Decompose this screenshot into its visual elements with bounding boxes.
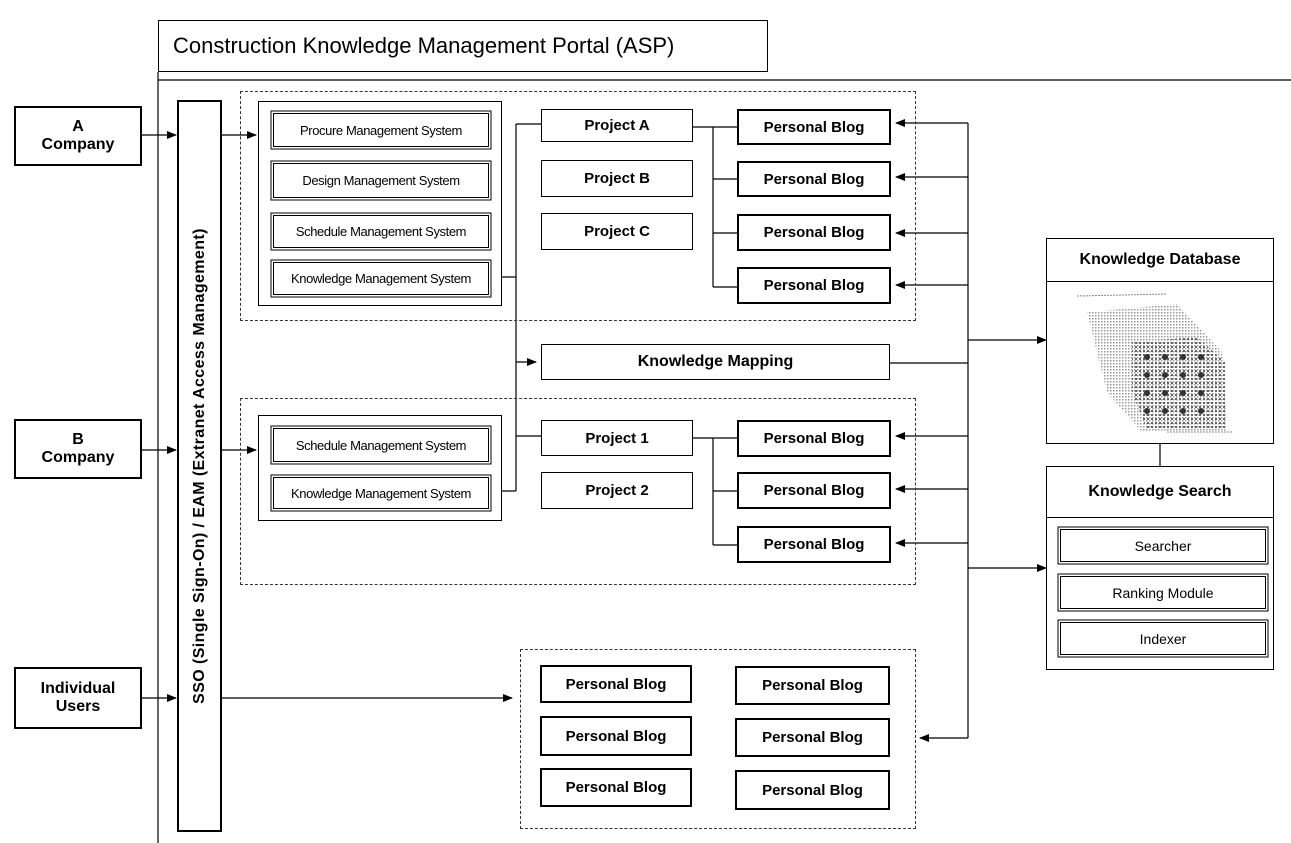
knowledge-database-panel: Knowledge Database bbox=[1046, 238, 1274, 444]
group-a-blog-3: Personal Blog bbox=[737, 214, 891, 251]
group-a-system-3: Schedule Management System bbox=[273, 215, 489, 248]
group-a-system-2: Design Management System bbox=[273, 163, 489, 198]
project-2: Project 2 bbox=[541, 472, 693, 509]
b-company-box: B Company bbox=[14, 419, 142, 479]
individual-blog-2: Personal Blog bbox=[735, 666, 890, 705]
b-company-line2: Company bbox=[41, 449, 115, 466]
group-a-system-1: Procure Management System bbox=[273, 113, 489, 147]
individual-users-line1: Individual bbox=[40, 680, 116, 697]
group-b-system-1: Schedule Management System bbox=[273, 428, 489, 462]
searcher-module: Searcher bbox=[1060, 529, 1266, 562]
database-cube-icon bbox=[1076, 293, 1232, 433]
project-c: Project C bbox=[541, 213, 693, 250]
sso-eam-bar: SSO (Single Sign-On) / EAM (Extranet Acc… bbox=[177, 100, 222, 832]
a-company-line2: Company bbox=[41, 136, 115, 153]
individual-blog-1: Personal Blog bbox=[540, 665, 692, 703]
group-b-blog-3: Personal Blog bbox=[737, 526, 891, 563]
a-company-line1: A bbox=[72, 118, 84, 135]
portal-title-box: Construction Knowledge Management Portal… bbox=[158, 20, 768, 72]
b-company-line1: B bbox=[72, 431, 84, 448]
group-a-blog-4: Personal Blog bbox=[737, 267, 891, 304]
individual-blog-6: Personal Blog bbox=[735, 770, 890, 810]
indexer-module: Indexer bbox=[1060, 622, 1266, 655]
project-1: Project 1 bbox=[541, 420, 693, 456]
individual-blog-5: Personal Blog bbox=[540, 768, 692, 807]
knowledge-database-title: Knowledge Database bbox=[1047, 239, 1273, 282]
knowledge-search-title: Knowledge Search bbox=[1047, 467, 1273, 518]
individual-blogs-container bbox=[520, 649, 916, 829]
ranking-module: Ranking Module bbox=[1060, 576, 1266, 609]
knowledge-mapping-box: Knowledge Mapping bbox=[541, 344, 890, 380]
group-a-container bbox=[240, 91, 916, 321]
group-b-system-2: Knowledge Management System bbox=[273, 477, 489, 509]
individual-blog-3: Personal Blog bbox=[540, 716, 692, 756]
sso-eam-label: SSO (Single Sign-On) / EAM (Extranet Acc… bbox=[190, 228, 208, 704]
individual-users-line2: Users bbox=[55, 698, 101, 715]
page-title: Construction Knowledge Management Portal… bbox=[173, 33, 675, 58]
individual-blog-4: Personal Blog bbox=[735, 718, 890, 757]
group-a-blog-1: Personal Blog bbox=[737, 109, 891, 145]
a-company-box: A Company bbox=[14, 106, 142, 166]
group-a-blog-2: Personal Blog bbox=[737, 161, 891, 197]
project-b: Project B bbox=[541, 160, 693, 197]
group-b-container bbox=[240, 398, 916, 585]
individual-users-box: Individual Users bbox=[14, 667, 142, 729]
group-b-blog-2: Personal Blog bbox=[737, 472, 891, 509]
group-a-system-4: Knowledge Management System bbox=[273, 262, 489, 295]
project-a: Project A bbox=[541, 109, 693, 142]
group-b-blog-1: Personal Blog bbox=[737, 420, 891, 457]
